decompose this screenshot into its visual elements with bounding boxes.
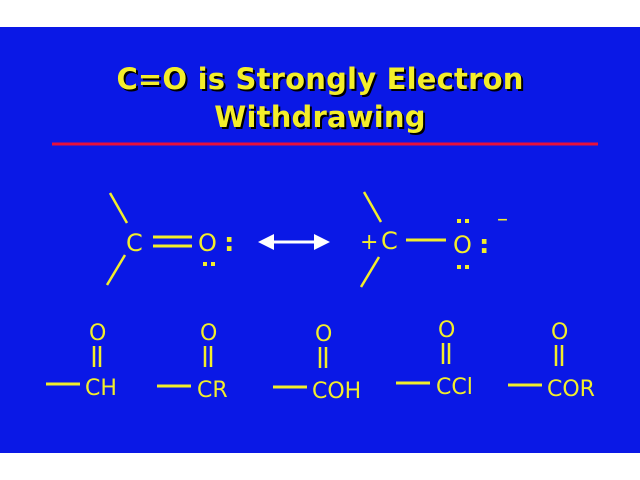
- oxygen-atom: O: [198, 229, 217, 257]
- carbon-atom: C: [126, 229, 143, 257]
- lone-pair-bottom: [203, 262, 215, 266]
- lone-pair-right: :: [479, 230, 489, 260]
- group-label: CCl: [436, 375, 473, 400]
- carbonyl-group-cor: O COR: [508, 320, 595, 402]
- bond-lower-right: [359, 256, 381, 288]
- group-oxygen: O: [551, 320, 568, 345]
- group-label: COH: [312, 379, 361, 404]
- title-line-1: C=O is Strongly Electron: [116, 62, 524, 96]
- lone-pair-bottom: [457, 265, 469, 269]
- bond-lower-left: [105, 254, 127, 286]
- resonance-arrow: [258, 234, 330, 250]
- resonance-left: C O :: [105, 192, 234, 286]
- carbonyl-group-coh: O COH: [273, 322, 361, 404]
- group-label: CH: [85, 376, 117, 401]
- group-oxygen: O: [200, 321, 217, 346]
- carbonyl-group-cr: O CR: [157, 321, 228, 403]
- group-label: COR: [547, 377, 595, 402]
- carbonyl-group-ch: O CH: [46, 321, 117, 401]
- resonance-right: + C O : –: [359, 191, 508, 288]
- positive-charge: +: [360, 230, 378, 255]
- group-oxygen: O: [438, 318, 455, 343]
- lone-pair-top: [457, 219, 469, 223]
- negative-charge: –: [497, 207, 508, 232]
- group-oxygen: O: [315, 322, 332, 347]
- group-oxygen: O: [89, 321, 106, 346]
- group-label: CR: [197, 378, 228, 403]
- oxygen-atom: O: [453, 231, 472, 259]
- bond-upper-left: [108, 192, 129, 224]
- carbon-atom: C: [381, 227, 398, 255]
- carbonyl-group-ccl: O CCl: [396, 318, 473, 400]
- title-line-2: Withdrawing: [214, 100, 426, 134]
- lone-pair-right: :: [224, 228, 234, 258]
- bond-upper-right: [362, 191, 383, 223]
- chemistry-diagram: C O : + C O :: [46, 142, 598, 404]
- slide: C=O is Strongly Electron Withdrawing C O…: [0, 27, 640, 453]
